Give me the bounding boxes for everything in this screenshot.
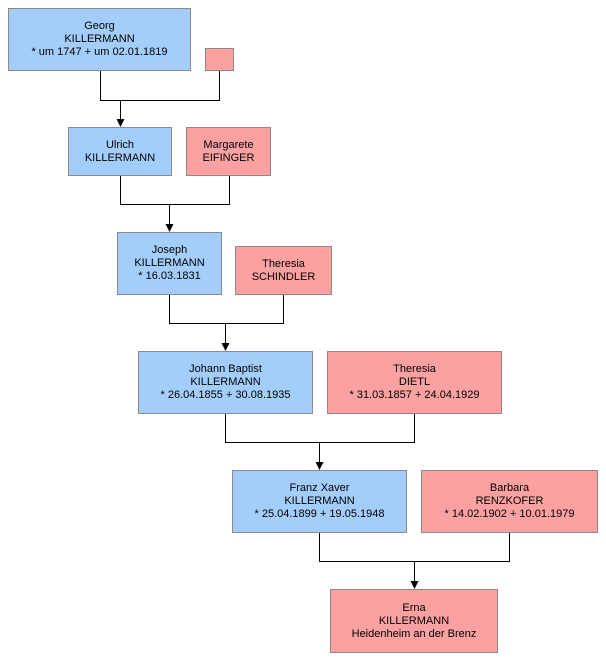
connector-gen1 [100, 71, 220, 126]
person-first-name: Margarete [203, 138, 254, 151]
person-first-name: Theresia [393, 363, 436, 375]
person-last-name: KILLERMANN [84, 151, 156, 164]
person-first-name: Barbara [489, 482, 530, 494]
person-first-name: Franz Xaver [289, 482, 350, 494]
person-last-name: KILLERMANN [64, 33, 135, 45]
person-ulrich-killermann[interactable]: Ulrich KILLERMANN [68, 127, 172, 176]
person-barbara-renzkofer[interactable]: Barbara RENZKOFER * 14.02.1902 + 10.01.1… [421, 470, 598, 533]
person-last-name: KILLERMANN [284, 495, 355, 507]
person-dates: * 14.02.1902 + 10.01.1979 [444, 508, 575, 520]
person-first-name: Ulrich [105, 138, 135, 151]
person-unknown-spouse[interactable] [205, 48, 234, 71]
person-theresia-dietl[interactable]: Theresia DIETL * 31.03.1857 + 24.04.1929 [327, 351, 502, 414]
person-dates: * 25.04.1899 + 19.05.1948 [254, 508, 385, 520]
connector-gen5 [319, 533, 510, 588]
person-dates: * 31.03.1857 + 24.04.1929 [349, 389, 480, 401]
person-first-name: Joseph [151, 244, 188, 256]
person-georg-killermann[interactable]: Georg KILLERMANN * um 1747 + um 02.01.18… [8, 8, 191, 71]
person-place: Heidenheim an der Brenz [351, 627, 477, 640]
person-theresia-schindler[interactable]: Theresia SCHINDLER [235, 246, 332, 295]
person-first-name: Johann Baptist [189, 363, 262, 375]
person-first-name: Theresia [262, 257, 305, 270]
person-last-name: KILLERMANN [190, 376, 261, 388]
person-last-name: DIETL [398, 376, 431, 388]
person-dates: * 26.04.1855 + 30.08.1935 [160, 389, 291, 401]
person-last-name: RENZKOFER [475, 495, 544, 507]
person-dates: * 16.03.1831 [138, 270, 201, 282]
person-dates: * um 1747 + um 02.01.1819 [31, 46, 168, 58]
person-johann-baptist-killermann[interactable]: Johann Baptist KILLERMANN * 26.04.1855 +… [138, 351, 313, 414]
person-margarete-eifinger[interactable]: Margarete EIFINGER [186, 127, 271, 176]
person-last-name: KILLERMANN [134, 257, 205, 269]
connector-gen4 [225, 414, 415, 469]
person-last-name: EIFINGER [202, 151, 255, 164]
person-erna-killermann[interactable]: Erna KILLERMANN Heidenheim an der Brenz [330, 589, 498, 653]
connector-gen3 [169, 295, 284, 350]
person-last-name: SCHINDLER [251, 270, 316, 283]
person-first-name: Georg [84, 20, 115, 32]
person-last-name: KILLERMANN [378, 614, 450, 627]
connector-gen2 [120, 176, 230, 231]
person-first-name: Erna [402, 601, 426, 614]
person-joseph-killermann[interactable]: Joseph KILLERMANN * 16.03.1831 [117, 232, 222, 295]
person-franz-xaver-killermann[interactable]: Franz Xaver KILLERMANN * 25.04.1899 + 19… [232, 470, 407, 533]
